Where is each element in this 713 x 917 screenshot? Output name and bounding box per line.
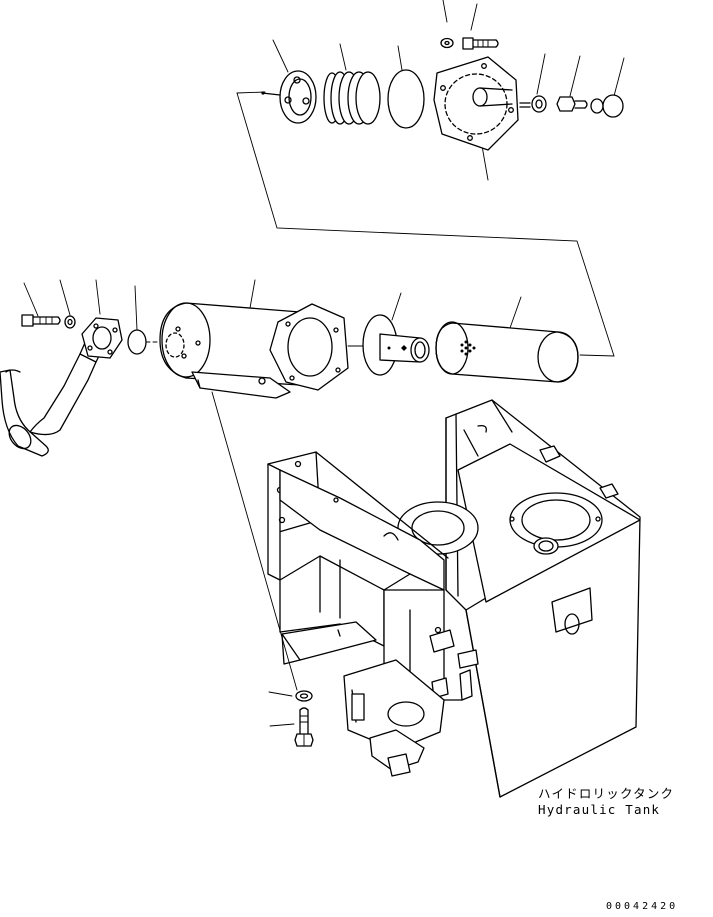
hydraulic-tank	[398, 400, 640, 797]
flange	[82, 318, 122, 358]
filter-case	[160, 303, 348, 398]
drawing-number: 00042420	[606, 901, 679, 912]
plug-washer	[520, 96, 546, 112]
mounting-bracket	[268, 452, 478, 776]
o-ring	[128, 330, 146, 354]
elbow-pipe	[0, 336, 104, 456]
cap	[591, 95, 623, 117]
cover-plate	[434, 57, 518, 150]
middle-assembly	[0, 280, 578, 690]
spring-plate	[261, 71, 316, 123]
tank-label-english: Hydraulic Tank	[538, 802, 661, 817]
top-assembly	[237, 0, 624, 356]
valve-assembly	[363, 315, 429, 375]
tank-label-japanese: ハイドロリックタンク	[538, 786, 675, 801]
bottom-hardware	[269, 691, 313, 746]
bolt	[295, 708, 313, 746]
spring	[324, 72, 380, 124]
washer	[65, 316, 75, 328]
breather-plug	[557, 97, 587, 111]
gasket	[388, 70, 424, 128]
bolt	[463, 38, 498, 49]
bolt	[22, 315, 60, 326]
filter-element	[436, 322, 578, 382]
washer	[296, 691, 312, 701]
